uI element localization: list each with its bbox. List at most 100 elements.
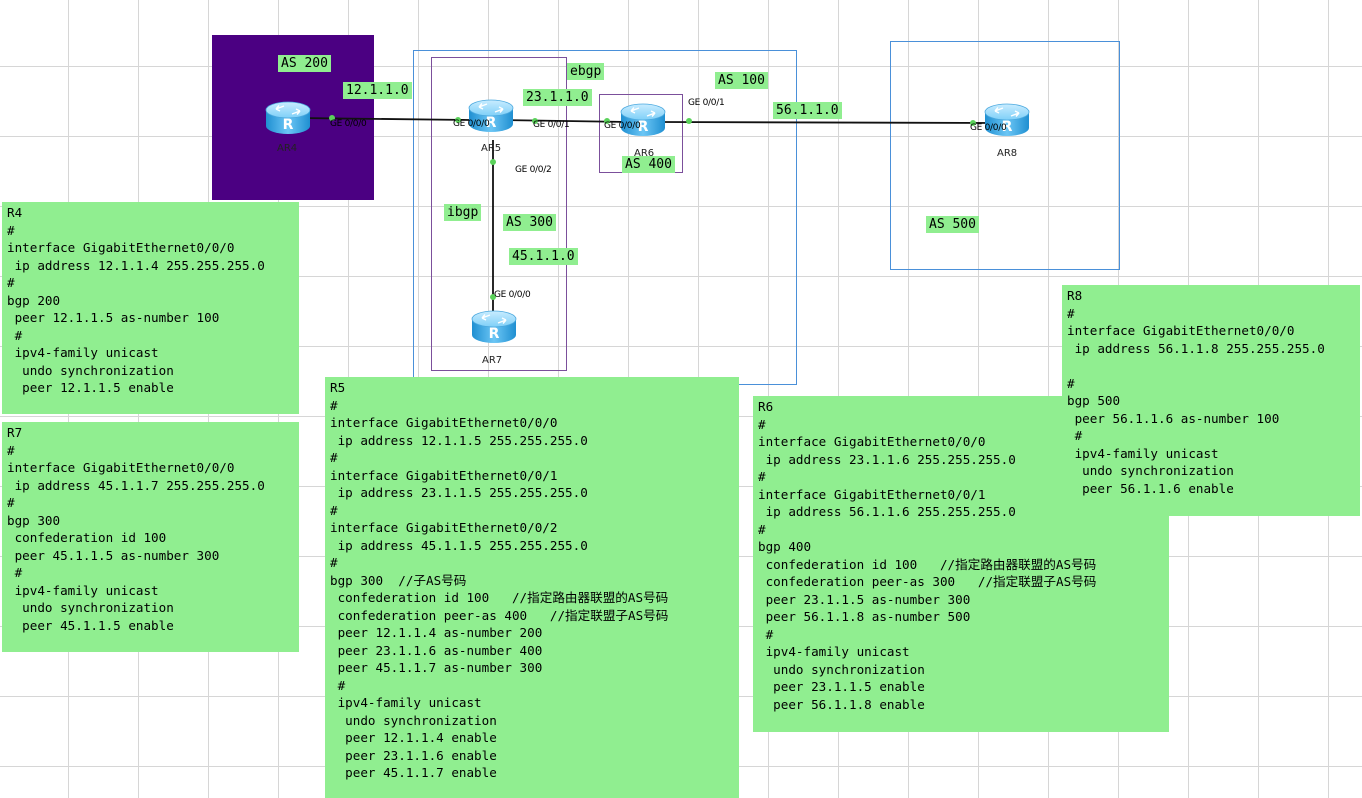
link-ar4-ar5 bbox=[299, 117, 471, 121]
router-name-ar4: AR4 bbox=[277, 143, 298, 154]
config-line-r4-8: ipv4-family unicast bbox=[7, 345, 159, 360]
label-as400: AS 400 bbox=[622, 156, 675, 173]
port-dot-ar6-g1 bbox=[686, 118, 692, 124]
port-dot-ar5-g1 bbox=[532, 118, 538, 124]
router-icon-ar4[interactable] bbox=[264, 98, 312, 138]
config-line-r7-7: peer 45.1.1.5 as-number 300 bbox=[7, 547, 220, 563]
config-line-r7-5: bgp 300 bbox=[7, 512, 61, 528]
config-line-r5-22: peer 45.1.1.7 enable bbox=[330, 765, 497, 780]
config-line-r8-7: peer 56.1.1.6 as-number 100 bbox=[1067, 410, 1280, 426]
label-as300: AS 300 bbox=[503, 214, 556, 231]
config-line-r6-12: peer 56.1.1.8 as-number 500 bbox=[758, 609, 971, 624]
config-line-r8-11: peer 56.1.1.6 enable bbox=[1067, 480, 1234, 496]
config-line-r5-14: peer 12.1.1.4 as-number 200 bbox=[330, 625, 543, 640]
config-line-r5-3: ip address 12.1.1.5 255.255.255.0 bbox=[330, 432, 588, 448]
as300-area bbox=[431, 57, 567, 371]
config-line-r6-0: R6 bbox=[758, 399, 774, 414]
config-line-r8-0: R8 bbox=[1067, 288, 1083, 303]
port-dot-ar4 bbox=[329, 115, 335, 121]
port-dot-ar5-g0 bbox=[455, 117, 461, 123]
config-line-r8-4 bbox=[1067, 357, 1355, 375]
label-as200: AS 200 bbox=[278, 55, 331, 72]
config-line-r5-5: interface GigabitEthernet0/0/1 bbox=[330, 467, 558, 483]
config-line-r4-0: R4 bbox=[7, 205, 23, 220]
config-line-r4-4: # bbox=[7, 275, 15, 290]
router-name-ar5: AR5 bbox=[481, 143, 502, 154]
config-line-r5-1: # bbox=[330, 397, 338, 413]
config-line-r8-6: bgp 500 bbox=[1067, 393, 1121, 408]
config-line-r4-7: # bbox=[7, 327, 23, 343]
config-line-r5-2: interface GigabitEthernet0/0/0 bbox=[330, 415, 558, 430]
config-line-r8-3: ip address 56.1.1.8 255.255.255.0 bbox=[1067, 340, 1325, 356]
label-as500: AS 500 bbox=[926, 216, 979, 233]
config-line-r6-15: undo synchronization bbox=[758, 661, 925, 677]
router-icon-ar8[interactable] bbox=[983, 100, 1031, 140]
config-line-r6-2: interface GigabitEthernet0/0/0 bbox=[758, 434, 986, 449]
port-label-ar6-g1: GE 0/0/1 bbox=[688, 98, 725, 108]
config-line-r7-4: # bbox=[7, 495, 15, 510]
port-label-ar5-g0: GE 0/0/0 bbox=[453, 119, 490, 129]
router-icon-ar7[interactable] bbox=[470, 307, 518, 347]
config-line-r7-6: confederation id 100 bbox=[7, 530, 167, 545]
config-line-r5-13: confederation peer-as 400 //指定联盟子AS号码 bbox=[330, 607, 669, 623]
port-dot-ar7 bbox=[490, 294, 496, 300]
config-line-r8-9: ipv4-family unicast bbox=[1067, 445, 1219, 461]
config-line-r5-10: # bbox=[330, 555, 338, 570]
config-line-r5-15: peer 23.1.1.6 as-number 400 bbox=[330, 642, 543, 658]
port-label-ar8-g0: GE 0/0/0 bbox=[970, 123, 1007, 133]
config-line-r6-7: # bbox=[758, 521, 766, 537]
config-panel-r7: R7#interface GigabitEthernet0/0/0 ip add… bbox=[2, 422, 299, 652]
config-panel-r8: R8#interface GigabitEthernet0/0/0 ip add… bbox=[1062, 285, 1360, 516]
config-line-r6-8: bgp 400 bbox=[758, 539, 812, 554]
config-line-r5-19: undo synchronization bbox=[330, 712, 497, 728]
port-dot-ar8 bbox=[970, 120, 976, 126]
config-line-r7-2: interface GigabitEthernet0/0/0 bbox=[7, 460, 235, 475]
config-line-r5-18: ipv4-family unicast bbox=[330, 695, 482, 710]
label-network-56: 56.1.1.0 bbox=[773, 102, 842, 119]
config-line-r7-11: peer 45.1.1.5 enable bbox=[7, 617, 174, 633]
label-network-23: 23.1.1.0 bbox=[523, 89, 592, 106]
port-label-ar5-g1: GE 0/0/1 bbox=[533, 120, 570, 130]
config-line-r5-17: # bbox=[330, 677, 346, 693]
config-line-r7-10: undo synchronization bbox=[7, 600, 174, 615]
config-line-r7-9: ipv4-family unicast bbox=[7, 582, 159, 598]
config-line-r4-6: peer 12.1.1.5 as-number 100 bbox=[7, 310, 220, 325]
config-line-r6-16: peer 23.1.1.5 enable bbox=[758, 679, 925, 694]
label-as100: AS 100 bbox=[715, 72, 768, 89]
as500-area bbox=[890, 41, 1120, 270]
label-ibgp: ibgp bbox=[444, 204, 482, 221]
config-line-r4-9: undo synchronization bbox=[7, 362, 174, 378]
config-line-r5-9: ip address 45.1.1.5 255.255.255.0 bbox=[330, 537, 588, 553]
router-icon-ar6[interactable] bbox=[619, 100, 667, 140]
config-panel-r4: R4 # interface GigabitEthernet0/0/0 ip add… bbox=[2, 202, 299, 414]
config-line-r5-8: interface GigabitEthernet0/0/2 bbox=[330, 520, 558, 535]
config-line-r4-1: # bbox=[7, 222, 15, 238]
config-line-r8-10: undo synchronization bbox=[1067, 463, 1234, 478]
label-network-45: 45.1.1.0 bbox=[509, 248, 578, 265]
config-line-r4-2: interface GigabitEthernet0/0/0 bbox=[7, 240, 235, 255]
config-line-r6-9: confederation id 100 //指定路由器联盟的AS号码 bbox=[758, 556, 1097, 572]
config-line-r6-10: confederation peer-as 300 //指定联盟子AS号码 bbox=[758, 574, 1097, 589]
config-line-r4-10: peer 12.1.1.5 enable bbox=[7, 380, 174, 395]
config-line-r7-1: # bbox=[7, 442, 15, 458]
router-name-ar6: AR6 bbox=[634, 148, 655, 159]
port-label-ar7-g0: GE 0/0/0 bbox=[494, 290, 531, 300]
router-icon-ar5[interactable] bbox=[467, 96, 515, 136]
config-line-r5-16: peer 45.1.1.7 as-number 300 bbox=[330, 660, 543, 675]
config-panel-r5: R5#interface GigabitEthernet0/0/0 ip add… bbox=[325, 377, 739, 798]
config-line-r6-14: ipv4-family unicast bbox=[758, 644, 910, 659]
config-line-r7-8: # bbox=[7, 565, 23, 580]
port-label-ar6-g0: GE 0/0/0 bbox=[604, 121, 641, 131]
config-line-r6-17: peer 56.1.1.8 enable bbox=[758, 696, 925, 712]
config-line-r8-5: # bbox=[1067, 375, 1075, 391]
port-label-ar5-g2: GE 0/0/2 bbox=[515, 165, 552, 175]
config-line-r6-1: # bbox=[758, 416, 766, 432]
config-line-r5-21: peer 23.1.1.6 enable bbox=[330, 747, 497, 763]
router-name-ar8: AR8 bbox=[997, 148, 1018, 159]
link-ar6-ar8 bbox=[659, 121, 1001, 124]
config-line-r8-8: # bbox=[1067, 428, 1083, 443]
port-dot-ar6-g0 bbox=[604, 118, 610, 124]
config-line-r4-3: ip address 12.1.1.4 255.255.255.0 bbox=[7, 257, 265, 273]
label-ebgp: ebgp bbox=[567, 63, 605, 80]
config-line-r4-5: bgp 200 bbox=[7, 292, 61, 308]
